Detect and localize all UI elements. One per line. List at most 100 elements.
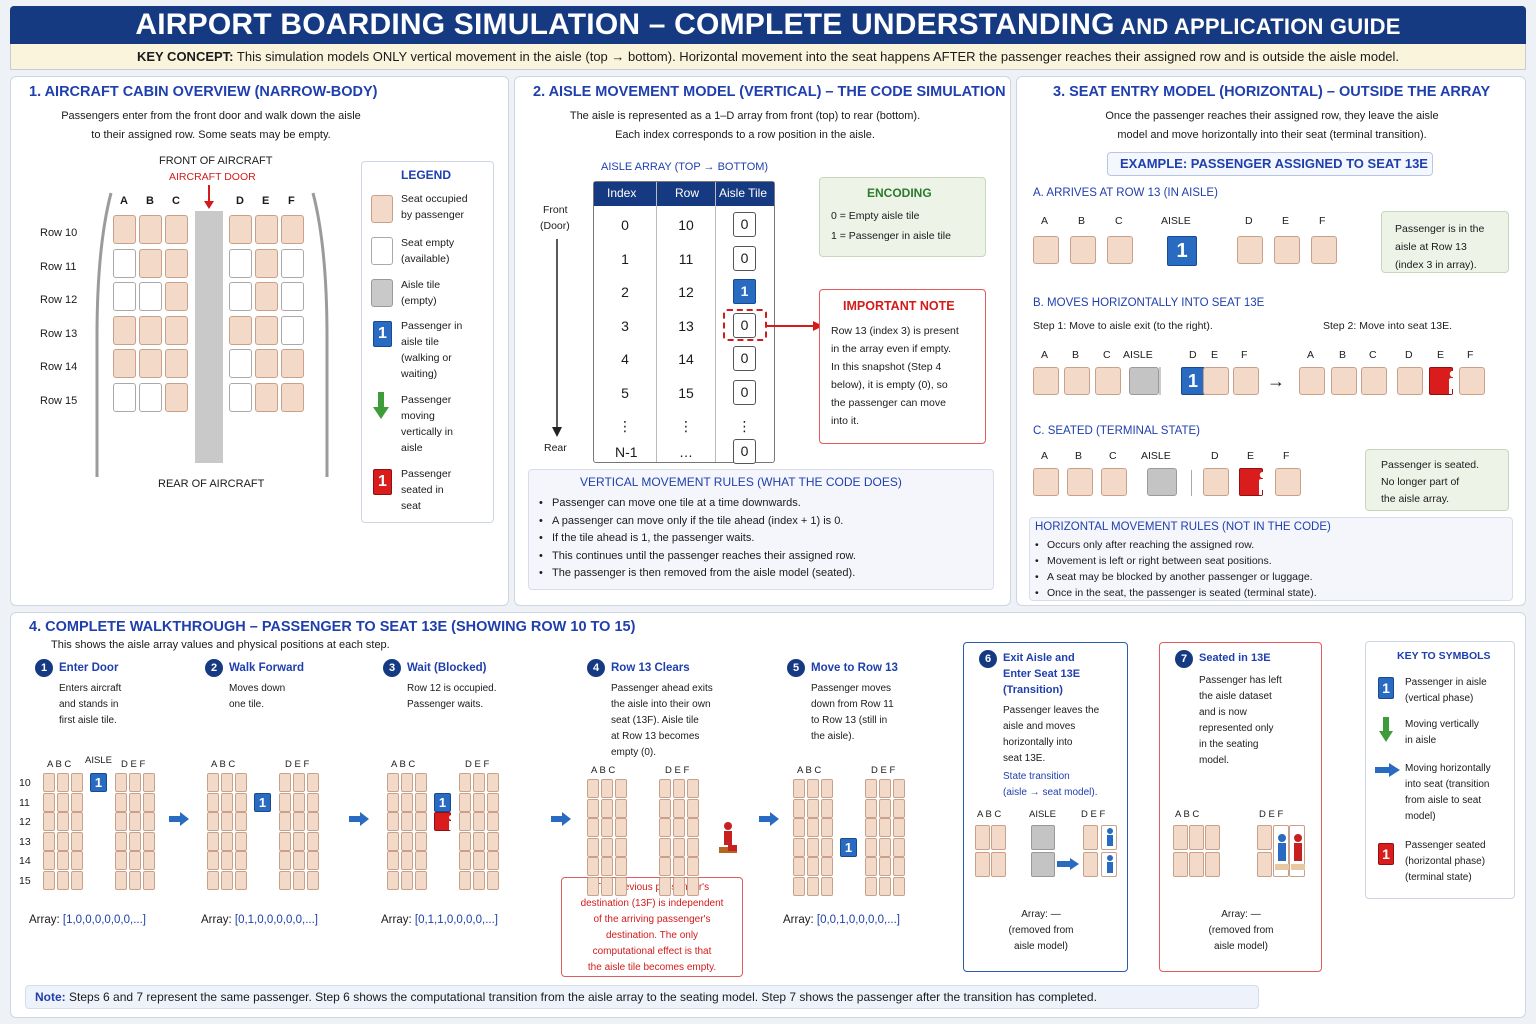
array-readout: Array: [0,0,1,0,0,0,0,...] <box>783 914 900 926</box>
mini-seat <box>221 831 233 851</box>
mini-seat <box>587 857 599 876</box>
row-label: Row 10 <box>40 227 78 239</box>
column-letter: C <box>1115 215 1123 227</box>
seat <box>229 349 252 378</box>
mini-seat <box>415 870 427 890</box>
rule-bullet: • <box>539 497 543 509</box>
mini-seat <box>401 792 413 812</box>
legend-label-aisle: Aisle tile(empty) <box>401 279 441 307</box>
column-letter: F <box>1241 349 1248 361</box>
row-label: Row 15 <box>40 394 78 407</box>
seat <box>139 215 162 244</box>
mini-seat <box>387 773 399 792</box>
mini-seat <box>115 831 127 851</box>
transition-arrow-icon <box>1057 858 1081 870</box>
mini-seat <box>415 851 427 870</box>
mini-seat <box>487 773 499 792</box>
seat <box>113 349 136 378</box>
key-label-seated: Passenger seated(horizontal phase)(termi… <box>1405 840 1486 883</box>
seat <box>165 315 188 345</box>
seat <box>229 248 252 278</box>
mini-seat <box>821 779 833 798</box>
seat <box>165 215 188 244</box>
mini-seat <box>865 798 877 818</box>
seat <box>281 382 304 412</box>
row-label: 10 <box>19 777 31 789</box>
row-label: Row 11 <box>40 260 77 273</box>
column-divider <box>715 182 716 462</box>
mini-seat <box>473 831 485 851</box>
seat <box>1033 367 1059 395</box>
page-title: AIRPORT BOARDING SIMULATION – COMPLETE U… <box>10 6 1526 44</box>
index-cell: 5 <box>621 384 629 401</box>
array-readout: Array: [1,0,0,0,0,0,0,...] <box>29 914 146 926</box>
rule-bullet: • <box>539 567 543 579</box>
mini-seat <box>207 870 219 890</box>
seat <box>113 382 136 412</box>
mini-seat <box>821 837 833 857</box>
mini-left-cols: A B C <box>47 759 72 770</box>
column-divider <box>656 182 657 462</box>
column-letter: C <box>172 195 180 207</box>
symbol-key <box>1365 641 1515 899</box>
passenger-badge: 1 <box>254 792 271 812</box>
seat <box>113 282 136 311</box>
mini-right-cols: D E F <box>871 765 896 776</box>
seat <box>139 248 162 278</box>
mini-seat <box>615 798 627 818</box>
seat <box>281 215 304 244</box>
arrow-right-icon: → <box>1267 371 1285 391</box>
mini-seat <box>207 812 219 831</box>
mini-seat <box>221 792 233 812</box>
column-letter: F <box>1467 349 1474 361</box>
row-label: Row 13 <box>40 327 78 340</box>
mini-seat <box>221 870 233 890</box>
mini-seat <box>207 851 219 870</box>
seat <box>139 382 162 412</box>
panel-title: 3. SEAT ENTRY MODEL (HORIZONTAL) – OUTSI… <box>1053 84 1491 100</box>
seat <box>281 315 304 345</box>
tile-cell: 1 <box>733 279 756 304</box>
mini-seat <box>143 870 155 890</box>
mini-seat <box>57 773 69 792</box>
mini-seat <box>115 773 127 792</box>
mini-seat <box>129 792 141 812</box>
rule-item: The passenger is then removed from the a… <box>552 567 856 579</box>
step-title: Row 13 Clears <box>611 662 690 674</box>
column-letter: F <box>1283 450 1290 462</box>
seat <box>255 282 278 311</box>
mini-seat <box>1083 825 1098 850</box>
mini-seat <box>307 851 319 870</box>
rule-item: Once in the seat, the passenger is seate… <box>1047 587 1317 599</box>
aisle-tile <box>1031 852 1055 877</box>
mini-seat <box>807 779 819 798</box>
mini-seat <box>659 857 671 876</box>
section-a-title: A. ARRIVES AT ROW 13 (IN AISLE) <box>1033 187 1218 199</box>
index-cell: ⋮ <box>618 418 632 434</box>
step-arrow-icon <box>169 812 191 826</box>
aisle-divider <box>1191 470 1192 496</box>
mini-seat <box>115 870 127 890</box>
panel-desc: The aisle is represented as a 1–D array … <box>569 110 921 141</box>
mini-right-cols: D E F <box>1081 809 1106 820</box>
mini-seat <box>793 876 805 896</box>
mini-seat <box>673 857 685 876</box>
mini-right-cols: D E F <box>1259 809 1284 820</box>
mini-seat <box>57 831 69 851</box>
aisle-divider <box>1159 367 1161 395</box>
mini-seat <box>307 792 319 812</box>
vertical-rules <box>528 469 994 590</box>
mini-seat <box>143 851 155 870</box>
mini-seat <box>43 851 55 870</box>
step-number: 6 <box>979 650 997 668</box>
mini-seat <box>293 870 305 890</box>
step-title: Walk Forward <box>229 662 304 674</box>
mini-seat <box>793 837 805 857</box>
blocked-passenger-icon <box>434 812 454 831</box>
mini-seat <box>43 792 55 812</box>
rule-item: This continues until the passenger reach… <box>552 549 856 562</box>
column-letter: B <box>1075 450 1083 462</box>
tile-cell: 0 <box>733 379 756 405</box>
